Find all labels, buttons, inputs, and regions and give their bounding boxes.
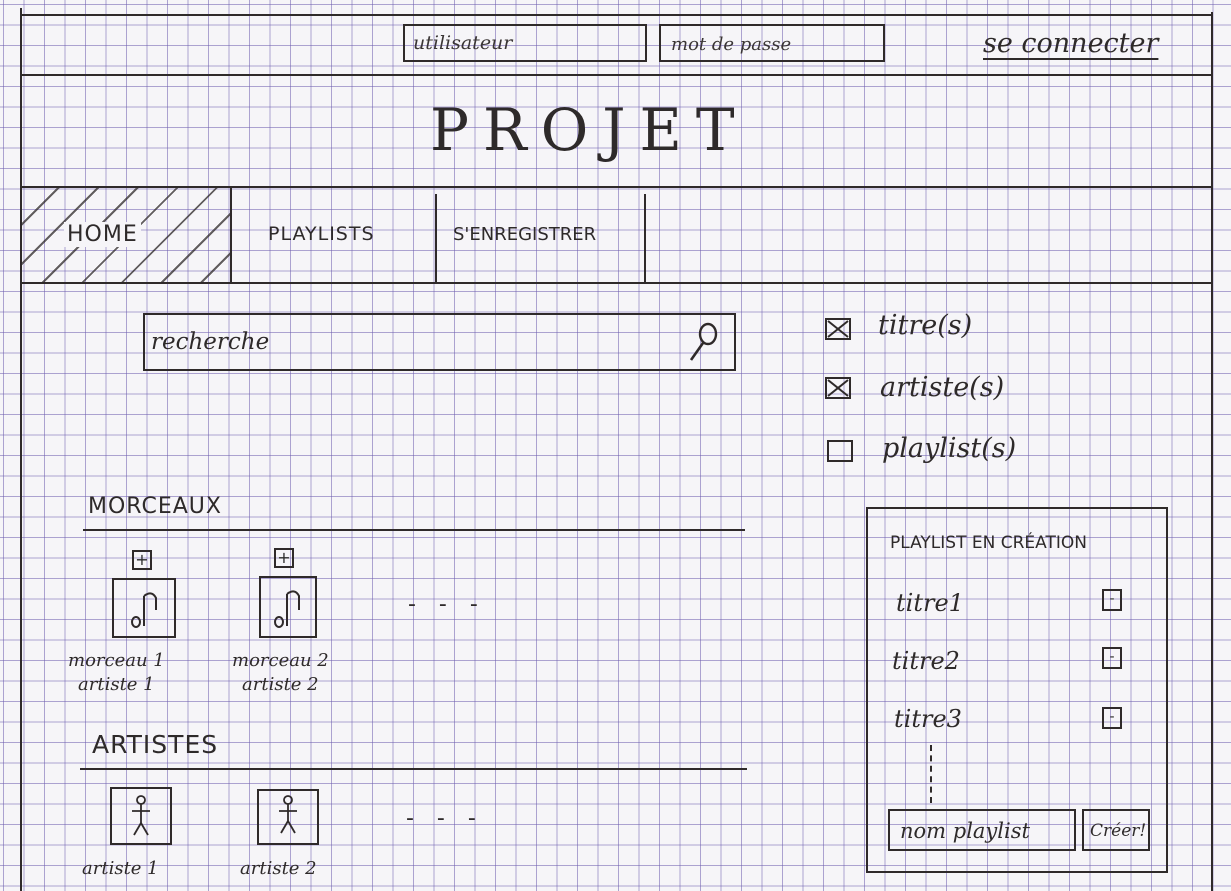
- artist-2-thumbnail[interactable]: [257, 789, 319, 845]
- playlist-continuation-dots: [930, 745, 936, 803]
- artists-heading-underline: [80, 768, 747, 770]
- password-placeholder: mot de passe: [671, 34, 792, 55]
- artists-more-indicator: - - -: [406, 806, 484, 831]
- track-1-thumbnail[interactable]: [112, 578, 176, 638]
- music-note-icon: [274, 590, 300, 628]
- artists-heading: ARTISTES: [92, 730, 219, 759]
- nav-divider-1: [230, 186, 232, 282]
- music-note-icon: [131, 592, 157, 628]
- person-icon: [132, 795, 150, 836]
- nav-divider-3: [644, 194, 646, 282]
- track-2-title: morceau 2: [232, 650, 329, 671]
- filter-playlists-checkbox[interactable]: [827, 440, 853, 462]
- nav-register-label: S'ENREGISTRER: [453, 223, 597, 245]
- tracks-heading-underline: [83, 529, 745, 531]
- nav-item-playlists[interactable]: PLAYLISTS: [232, 186, 434, 282]
- connect-link-label: se connecter: [983, 28, 1159, 59]
- search-placeholder: recherche: [151, 329, 270, 355]
- create-button-label: Créer!: [1090, 821, 1147, 841]
- person-icon: [279, 795, 297, 834]
- remove-item-3-button[interactable]: -: [1102, 707, 1122, 729]
- login-bar-divider: [20, 74, 1212, 76]
- track-1-artist: artiste 1: [78, 674, 155, 695]
- nav-item-home[interactable]: HOME: [22, 186, 230, 282]
- frame-left-border: [20, 8, 22, 891]
- check-x-icon: [827, 379, 849, 397]
- username-placeholder: utilisateur: [413, 32, 513, 54]
- remove-item-1-button[interactable]: -: [1102, 589, 1122, 611]
- filter-artists-checkbox[interactable]: [825, 377, 851, 399]
- create-playlist-button[interactable]: Créer!: [1082, 809, 1150, 851]
- page-title: PROJET: [430, 96, 749, 164]
- add-symbol: +: [277, 548, 291, 567]
- add-symbol: +: [135, 550, 149, 569]
- username-field[interactable]: utilisateur: [403, 24, 647, 62]
- filter-artists-label: artiste(s): [880, 372, 1005, 403]
- frame-right-border: [1211, 12, 1213, 891]
- nav-item-register[interactable]: S'ENREGISTRER: [437, 186, 643, 282]
- playlist-item-2-title: titre2: [892, 647, 960, 675]
- password-field[interactable]: mot de passe: [659, 24, 885, 62]
- nav-divider-2: [435, 194, 437, 282]
- playlist-name-input[interactable]: nom playlist: [888, 809, 1076, 851]
- tracks-more-indicator: - - -: [408, 592, 486, 617]
- tracks-heading: MORCEAUX: [88, 494, 222, 519]
- search-icon[interactable]: [685, 321, 721, 363]
- remove-symbol: -: [1109, 649, 1115, 665]
- playlist-panel-heading: PLAYLIST EN CRÉATION: [890, 533, 1087, 553]
- track-2-thumbnail[interactable]: [259, 576, 317, 638]
- remove-item-2-button[interactable]: -: [1102, 647, 1122, 669]
- connect-link[interactable]: se connecter: [983, 28, 1158, 59]
- nav-top-border: [20, 186, 1212, 188]
- playlist-item-1-title: titre1: [896, 589, 964, 617]
- remove-symbol: -: [1109, 709, 1115, 725]
- artist-1-name: artiste 1: [82, 858, 159, 879]
- playlist-item-3-title: titre3: [894, 705, 962, 733]
- artist-1-thumbnail[interactable]: [110, 787, 172, 845]
- search-icon-svg: [689, 322, 718, 361]
- add-track-2-button[interactable]: +: [274, 548, 294, 568]
- playlist-panel: PLAYLIST EN CRÉATION titre1 - titre2 - t…: [866, 507, 1168, 873]
- filter-titles-checkbox[interactable]: [825, 318, 851, 340]
- nav-bottom-border: [20, 282, 1212, 284]
- frame-top-border: [20, 14, 1212, 16]
- remove-symbol: -: [1109, 591, 1115, 607]
- artist-2-name: artiste 2: [240, 858, 317, 879]
- filter-playlists-label: playlist(s): [882, 433, 1017, 464]
- add-track-1-button[interactable]: +: [132, 550, 152, 570]
- search-input[interactable]: recherche: [143, 313, 736, 371]
- filter-titles-label: titre(s): [878, 310, 973, 341]
- playlist-name-placeholder: nom playlist: [900, 819, 1030, 843]
- track-2-artist: artiste 2: [242, 674, 319, 695]
- nav-home-label: HOME: [64, 221, 141, 247]
- nav-playlists-label: PLAYLISTS: [268, 223, 375, 245]
- track-1-title: morceau 1: [68, 650, 165, 671]
- check-x-icon: [827, 320, 849, 338]
